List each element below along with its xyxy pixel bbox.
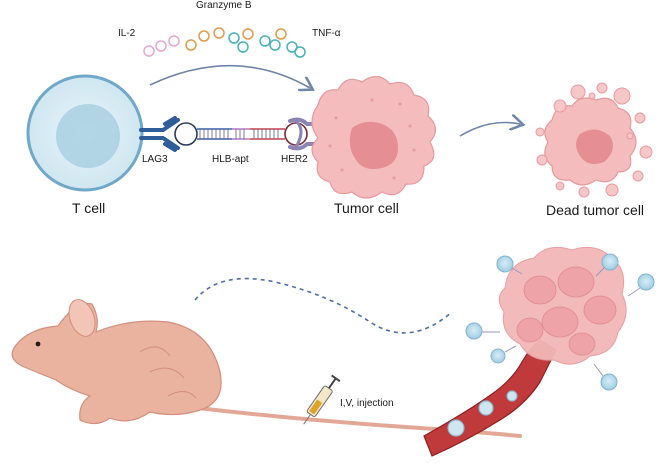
circulation-path bbox=[194, 277, 453, 334]
label-injection: I,V, injection bbox=[340, 398, 394, 409]
death-arrow bbox=[459, 123, 520, 137]
dead-tumor-cell-icon bbox=[535, 82, 653, 198]
label-granzyme-b: Granzyme B bbox=[196, 0, 252, 11]
tumor-mass-icon bbox=[465, 246, 655, 391]
label-t-cell: T cell bbox=[72, 200, 106, 216]
mouse-icon bbox=[11, 299, 522, 438]
cytokine-cluster bbox=[143, 27, 306, 58]
t-cell-icon bbox=[26, 74, 144, 192]
label-hlb-apt: HLB-apt bbox=[212, 154, 249, 165]
label-lag3: LAG3 bbox=[142, 154, 168, 165]
label-her2: HER2 bbox=[281, 154, 308, 165]
syringe-icon bbox=[303, 374, 341, 425]
label-tnf-alpha: TNF-α bbox=[312, 28, 341, 39]
label-dead-tumor-cell: Dead tumor cell bbox=[546, 202, 645, 218]
label-il-2: IL-2 bbox=[118, 28, 136, 39]
her2-receptor bbox=[288, 117, 322, 151]
lag3-receptor bbox=[139, 116, 180, 152]
cytotoxic-arrow bbox=[149, 64, 310, 88]
hlb-aptamer bbox=[174, 122, 308, 146]
label-tumor-cell: Tumor cell bbox=[334, 200, 399, 216]
tumor-cell-icon bbox=[311, 75, 437, 199]
